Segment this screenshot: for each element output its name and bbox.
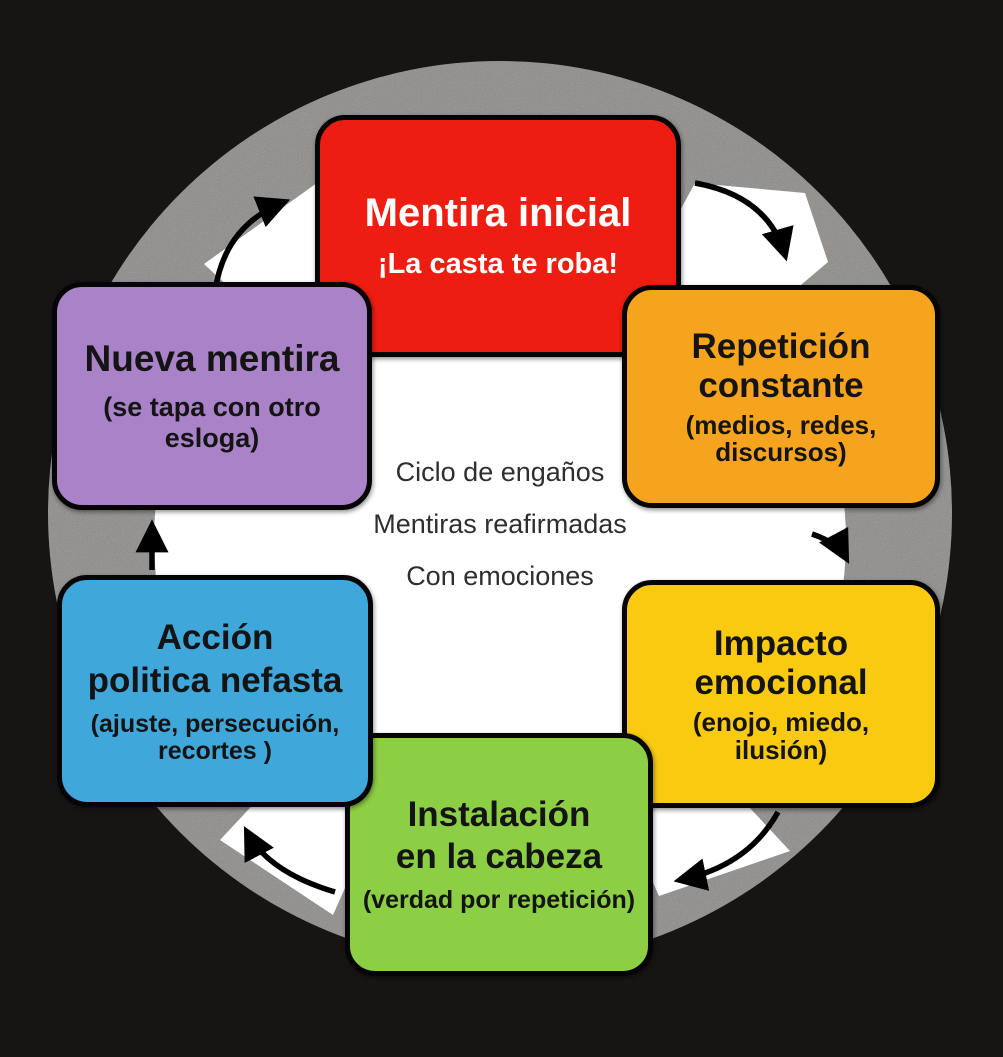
box-impacto-emocional: Impacto emocional (enojo, miedo, ilusión… xyxy=(622,580,940,808)
arrow-mentira-inicial-to-repeticion xyxy=(694,180,794,262)
box-title: Repetición constante xyxy=(691,326,871,405)
box-title: Impacto emocional xyxy=(694,624,868,703)
box-title: Mentira inicial xyxy=(364,191,632,235)
box-subtitle: (medios, redes, discursos) xyxy=(685,409,877,468)
box-subtitle: (enojo, miedo, ilusión) xyxy=(692,707,870,765)
box-subtitle: (verdad por repetición) xyxy=(362,885,636,914)
box-subtitle: (ajuste, persecución, recortes ) xyxy=(90,709,340,765)
cycle-arrows xyxy=(135,180,850,895)
box-instalacion-en-la-cabeza: Instalación en la cabeza (verdad por rep… xyxy=(345,733,653,976)
arrow-repeticion-to-impacto xyxy=(811,526,850,564)
box-mentira-inicial: Mentira inicial ¡La casta te roba! xyxy=(315,115,681,357)
box-title: Nueva mentira xyxy=(84,338,340,379)
arrow-nueva-mentira-to-mentira-inicial xyxy=(212,196,291,293)
box-repeticion-constante: Repetición constante (medios, redes, dis… xyxy=(622,285,940,508)
box-accion-politica-nefasta: Acción politica nefasta (ajuste, persecu… xyxy=(57,575,373,807)
arrow-impacto-to-instalacion xyxy=(673,810,781,891)
box-nueva-mentira: Nueva mentira (se tapa con otro esloga) xyxy=(52,282,372,510)
box-title: Acción politica nefasta xyxy=(87,618,343,700)
box-subtitle: ¡La casta te roba! xyxy=(377,248,619,280)
arrow-instalacion-to-accion xyxy=(243,826,336,895)
box-title: Instalación en la cabeza xyxy=(395,795,603,876)
box-subtitle: (se tapa con otro esloga) xyxy=(103,392,321,453)
center-caption: Ciclo de engaños Mentiras reafirmadas Co… xyxy=(373,457,627,591)
